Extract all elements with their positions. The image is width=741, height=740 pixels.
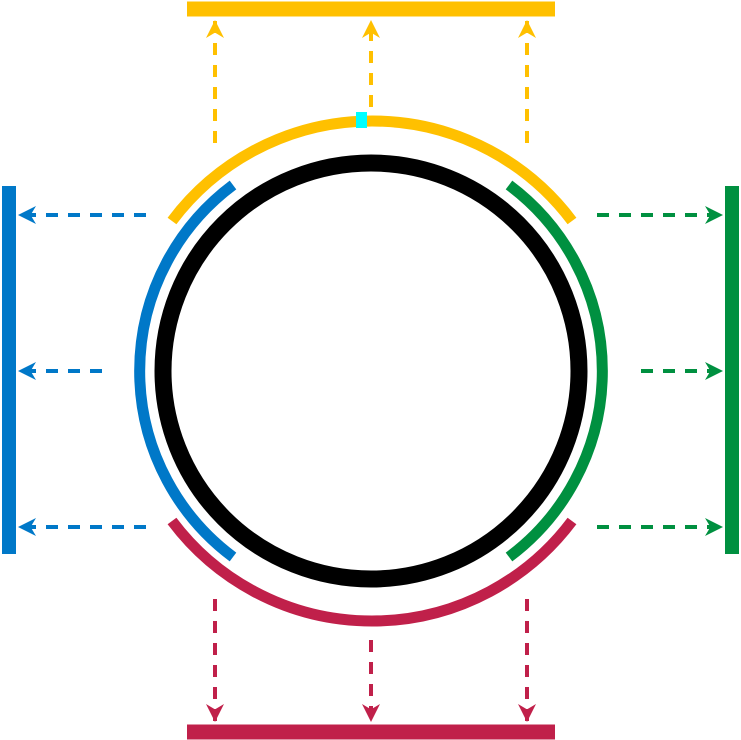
- bottom-projection-group: [167, 517, 577, 740]
- right-projection-group: [505, 180, 739, 562]
- top-projection-group: [167, 1, 577, 225]
- left-arc: [134, 180, 237, 562]
- central-circle: [154, 154, 588, 588]
- right-arc: [505, 180, 608, 562]
- square-marker: [356, 112, 367, 128]
- bottom-arc: [167, 517, 577, 627]
- top-arc: [167, 115, 577, 225]
- left-projection-group: [2, 180, 237, 562]
